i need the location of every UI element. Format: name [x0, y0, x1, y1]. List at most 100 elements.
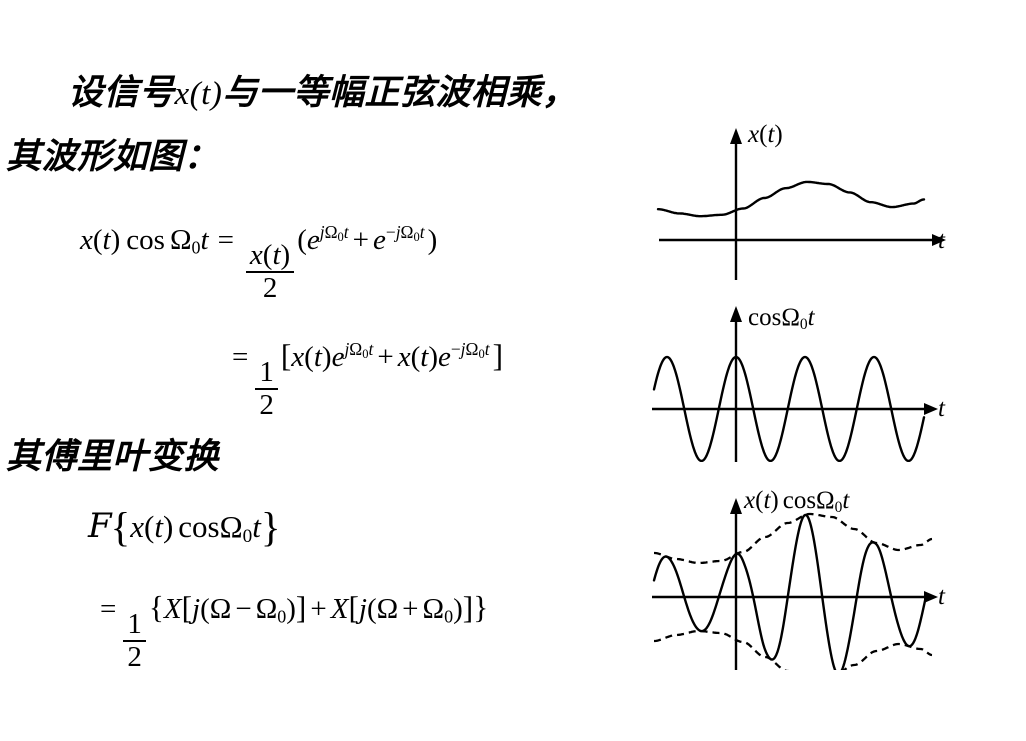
eq1-paren-open: ( [92, 223, 103, 256]
eq1-exp2-minus: − [385, 222, 396, 242]
figure-modulated-signal [640, 478, 1026, 670]
eq1-e1: e [306, 223, 320, 256]
eq1-exponent-2: −jΩ0t [385, 222, 425, 245]
eq1-exponent-1: jΩ0t [320, 222, 349, 245]
fourier-transform-heading: 其傅里叶变换 [6, 436, 220, 477]
eq3-p2: ) [162, 508, 174, 544]
eq3-t: t [154, 508, 163, 544]
eq2-p2: ) [321, 341, 332, 373]
eq1-fraction-bar [245, 270, 295, 273]
eq2-exp2-t: t [484, 339, 490, 360]
eq2-equals: = [232, 341, 249, 373]
figure-1-svg [656, 128, 946, 280]
figure-1-t-axis-label: t [938, 227, 945, 254]
eq2-exp1-omega: Ω [349, 339, 363, 360]
y-axis-arrowhead [730, 306, 742, 322]
eq1-exp1-t: t [343, 222, 349, 242]
fig2-label-omega: Ω [781, 304, 800, 331]
eq1-exp1-sub: 0 [337, 230, 344, 245]
eq1-fraction: x(t)2 [245, 238, 295, 303]
eq4-omega02: Ω [422, 593, 445, 625]
eq3-var-t: t [252, 508, 261, 544]
eq4-po2: ( [366, 593, 377, 625]
figure-carrier-cosine [640, 292, 1026, 462]
eq4-bracket-close-2: ] [462, 590, 474, 625]
fig2-label-t: t [807, 304, 815, 331]
title-suffix: 与一等幅正弦波相乘， [222, 72, 578, 113]
eq4-frac-denominator: 2 [127, 641, 142, 674]
eq1-frac-numerator: x(t) [246, 238, 294, 271]
eq1-exp2-omega: Ω [400, 222, 414, 242]
figure-2-svg [652, 306, 938, 462]
eq3-brace-close: } [260, 505, 281, 550]
eq3-brace-open: { [110, 505, 131, 550]
eq2-t1: t [313, 341, 322, 373]
eq1-exp1-omega: Ω [324, 222, 338, 242]
eq4-bracket-open-2: [ [348, 590, 359, 625]
fig3-label-cos: cos [782, 487, 817, 514]
page-title: 设信号x(t)与一等幅正弦波相乘， [68, 64, 577, 115]
eq1-frac-paren-close: ) [280, 238, 291, 271]
fig3-label-x: x [744, 487, 756, 514]
eq4-omega2: Ω [376, 593, 399, 625]
eq1-frac-paren-open: ( [262, 238, 273, 271]
figure-signal-envelope [640, 112, 1026, 280]
eq4-pc2: ) [453, 593, 463, 625]
eq2-p1: ( [304, 341, 314, 373]
eq3-p1: ( [144, 508, 155, 544]
y-axis-arrowhead [730, 498, 742, 514]
eq1-frac-t: t [272, 238, 281, 271]
eq1-paren-close: ) [110, 223, 121, 256]
eq2-exp1-j: j [344, 339, 350, 360]
fig3-label-p2: ) [770, 487, 779, 514]
eq2-exp1-t: t [368, 339, 374, 360]
figure-3-svg [652, 498, 938, 670]
figure-2-t-axis-label: t [938, 395, 945, 422]
eq2-exp2-omega: Ω [465, 339, 479, 360]
title-prefix: 设信号 [68, 72, 175, 113]
eq4-omega01: Ω [255, 593, 278, 625]
eq2-p3: ( [410, 341, 421, 373]
fig3-label-var-t: t [842, 487, 850, 514]
eq1-t: t [102, 223, 111, 256]
eq1-equals: = [217, 223, 234, 256]
fig2-label-cos: cos [748, 304, 782, 331]
fig1-label-x: x [748, 121, 760, 148]
figure-2-label: cosΩ0t [748, 305, 815, 333]
t-axis-arrowhead [932, 234, 946, 246]
eq1-exp2-sub: 0 [413, 230, 420, 245]
modulated-signal-curve [652, 513, 927, 670]
figure-3-t-axis-label: t [938, 583, 945, 610]
fig3-label-sub: 0 [834, 499, 843, 517]
eq3-omega-sub: 0 [242, 525, 253, 547]
fig1-label-p1: ( [759, 121, 768, 148]
eq2-e2: e [437, 341, 451, 373]
eq1-omega-sub: 0 [191, 237, 201, 258]
eq2-x2: x [397, 341, 411, 373]
eq1-group-close: ) [427, 223, 438, 256]
eq2-exponent-1: jΩ0t [344, 339, 374, 361]
eq2-frac-numerator: 1 [259, 356, 274, 389]
carrier-cosine-curve [652, 355, 926, 462]
eq2-exponent-2: −jΩ0t [451, 339, 490, 361]
t-axis-arrowhead [924, 403, 938, 415]
fig1-label-p2: ) [774, 121, 783, 148]
eq2-fraction-bar [255, 388, 278, 391]
fourier-operator-icon: F [88, 505, 112, 546]
eq4-j2: j [358, 593, 367, 625]
eq4-bracket-open-1: [ [181, 590, 193, 625]
eq2-exp2-j: j [460, 339, 466, 360]
eq1-group-open: ( [297, 223, 307, 256]
t-axis-arrowhead [924, 591, 938, 603]
equation-3: F{x(t)cosΩ0t} [88, 505, 281, 550]
figure-3-label: x(t)cosΩ0t [744, 488, 849, 516]
eq4-frac-numerator: 1 [127, 608, 142, 641]
eq3-omega: Ω [219, 508, 243, 544]
eq1-e2: e [373, 223, 386, 256]
eq2-t2: t [420, 341, 429, 373]
